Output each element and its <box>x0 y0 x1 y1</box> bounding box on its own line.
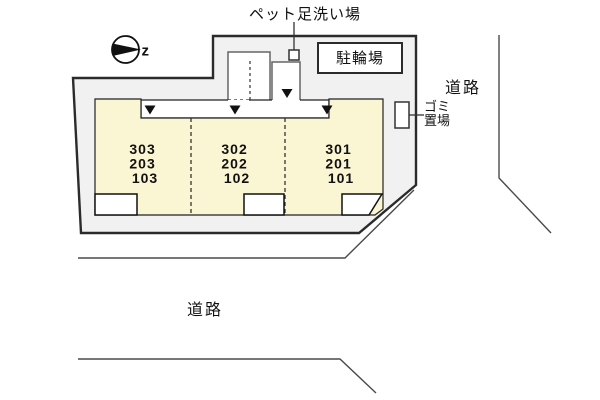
entry-arrow-icon <box>281 89 293 98</box>
road-label-bottom: 道路 <box>187 301 223 319</box>
stairwell-area <box>228 52 270 100</box>
room-stack-3: 301 201 101 <box>325 141 356 186</box>
room-number: 103 <box>132 170 158 186</box>
pet-wash-station <box>288 49 300 61</box>
room-stack-2: 302 202 102 <box>221 141 252 186</box>
porch-box-1 <box>94 193 138 216</box>
room-number: 301 <box>325 141 351 157</box>
pet-wash-label: ペット足洗い場 <box>249 6 361 23</box>
compass-arrow-icon <box>112 43 141 56</box>
room-number: 303 <box>129 141 155 157</box>
porch-box-3 <box>341 193 384 216</box>
porch-box-2 <box>243 193 285 216</box>
room-number: 102 <box>224 170 250 186</box>
road-label-right: 道路 <box>445 79 481 97</box>
room-number: 202 <box>221 156 247 172</box>
entry-arrow-icon <box>144 105 156 115</box>
bicycle-parking-box <box>317 42 403 74</box>
compass-letter: z <box>142 43 150 60</box>
room-number: 203 <box>129 156 155 172</box>
road-edge-bottom-upper <box>78 189 415 259</box>
room-number: 101 <box>328 170 354 186</box>
garbage-label-line1: ゴミ <box>424 99 450 114</box>
room-number: 201 <box>325 156 351 172</box>
road-edge-right <box>498 35 552 234</box>
garbage-area-box <box>394 101 410 129</box>
stairwell-walls <box>227 51 271 100</box>
entry-arrow-icon <box>321 105 333 115</box>
apartment-block <box>94 98 384 216</box>
entry-arrow-icon <box>229 105 241 115</box>
room-stack-1: 303 203 103 <box>129 141 160 186</box>
compass: z <box>111 35 150 64</box>
bicycle-parking-label: 駐輪場 <box>336 50 384 67</box>
road-edge-bottom-lower <box>78 358 377 394</box>
entrance-notch-walls <box>271 61 301 100</box>
room-number: 302 <box>221 141 247 157</box>
garbage-label-line2: 置場 <box>424 113 450 128</box>
